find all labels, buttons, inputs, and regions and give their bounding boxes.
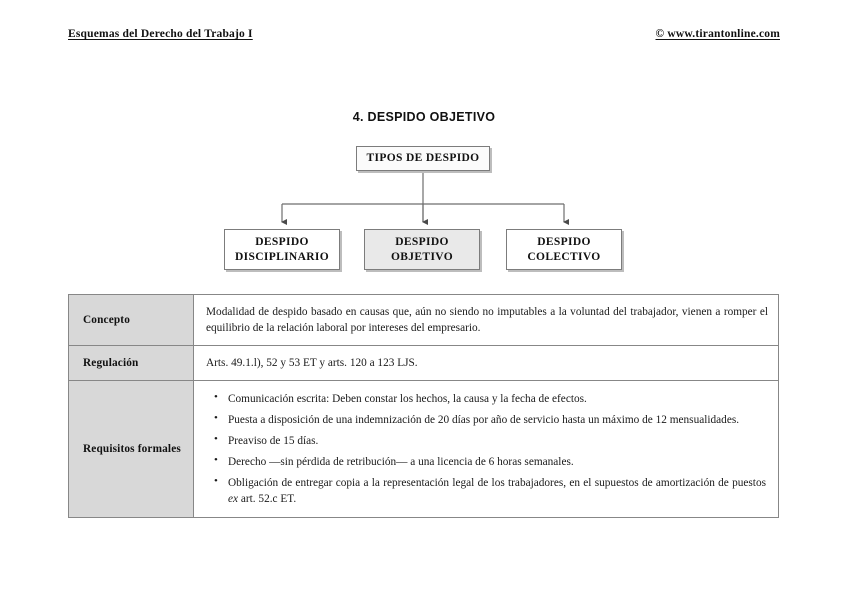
page-running-header: Esquemas del Derecho del Trabajo I © www… xyxy=(68,28,780,48)
list-item: Comunicación escrita: Deben constar los … xyxy=(214,390,766,407)
page-title: 4. DESPIDO OBJETIVO xyxy=(352,110,496,124)
table-row: Concepto Modalidad de despido basado en … xyxy=(68,293,779,347)
table-row-label-requisitos-formales: Requisitos formales xyxy=(68,380,194,519)
header-copyright: © www.tirantonline.com xyxy=(655,28,780,40)
table-row: Requisitos formales Comunicación escrita… xyxy=(68,380,779,519)
diagram-node-label: DESPIDO COLECTIVO xyxy=(527,236,601,263)
list-item: Puesta a disposición de una indemnizació… xyxy=(214,411,766,428)
despido-types-diagram: TIPOS DE DESPIDO DESPIDO DISCIPLINARIO D… xyxy=(0,140,848,280)
diagram-node-label: DESPIDO OBJETIVO xyxy=(390,236,453,263)
list-item: Obligación de entregar copia a la repres… xyxy=(214,474,766,508)
list-item: Preaviso de 15 días. xyxy=(214,432,766,449)
diagram-node-label: TIPOS DE DESPIDO xyxy=(366,152,480,165)
diagram-node-despido-disciplinario: DESPIDO DISCIPLINARIO xyxy=(224,229,340,270)
diagram-node-despido-colectivo: DESPIDO COLECTIVO xyxy=(506,229,622,270)
despido-objetivo-table: Concepto Modalidad de despido basado en … xyxy=(68,293,779,519)
header-book-title: Esquemas del Derecho del Trabajo I xyxy=(68,28,253,40)
diagram-node-tipos-de-despido: TIPOS DE DESPIDO xyxy=(356,146,490,171)
list-item: Derecho —sin pérdida de retribución— a u… xyxy=(214,453,766,470)
requisitos-formales-list: Comunicación escrita: Deben constar los … xyxy=(206,390,766,508)
table-row-label-regulacion: Regulación xyxy=(68,345,194,382)
diagram-node-despido-objetivo: DESPIDO OBJETIVO xyxy=(364,229,480,270)
table-row-content-regulacion: Arts. 49.1.l), 52 y 53 ET y arts. 120 a … xyxy=(193,345,779,382)
table-row-label-concepto: Concepto xyxy=(68,293,194,347)
diagram-node-label: DESPIDO DISCIPLINARIO xyxy=(234,236,329,263)
table-row-content-concepto: Modalidad de despido basado en causas qu… xyxy=(193,293,779,347)
table-row: Regulación Arts. 49.1.l), 52 y 53 ET y a… xyxy=(68,345,779,382)
table-row-content-requisitos-formales: Comunicación escrita: Deben constar los … xyxy=(193,380,779,519)
